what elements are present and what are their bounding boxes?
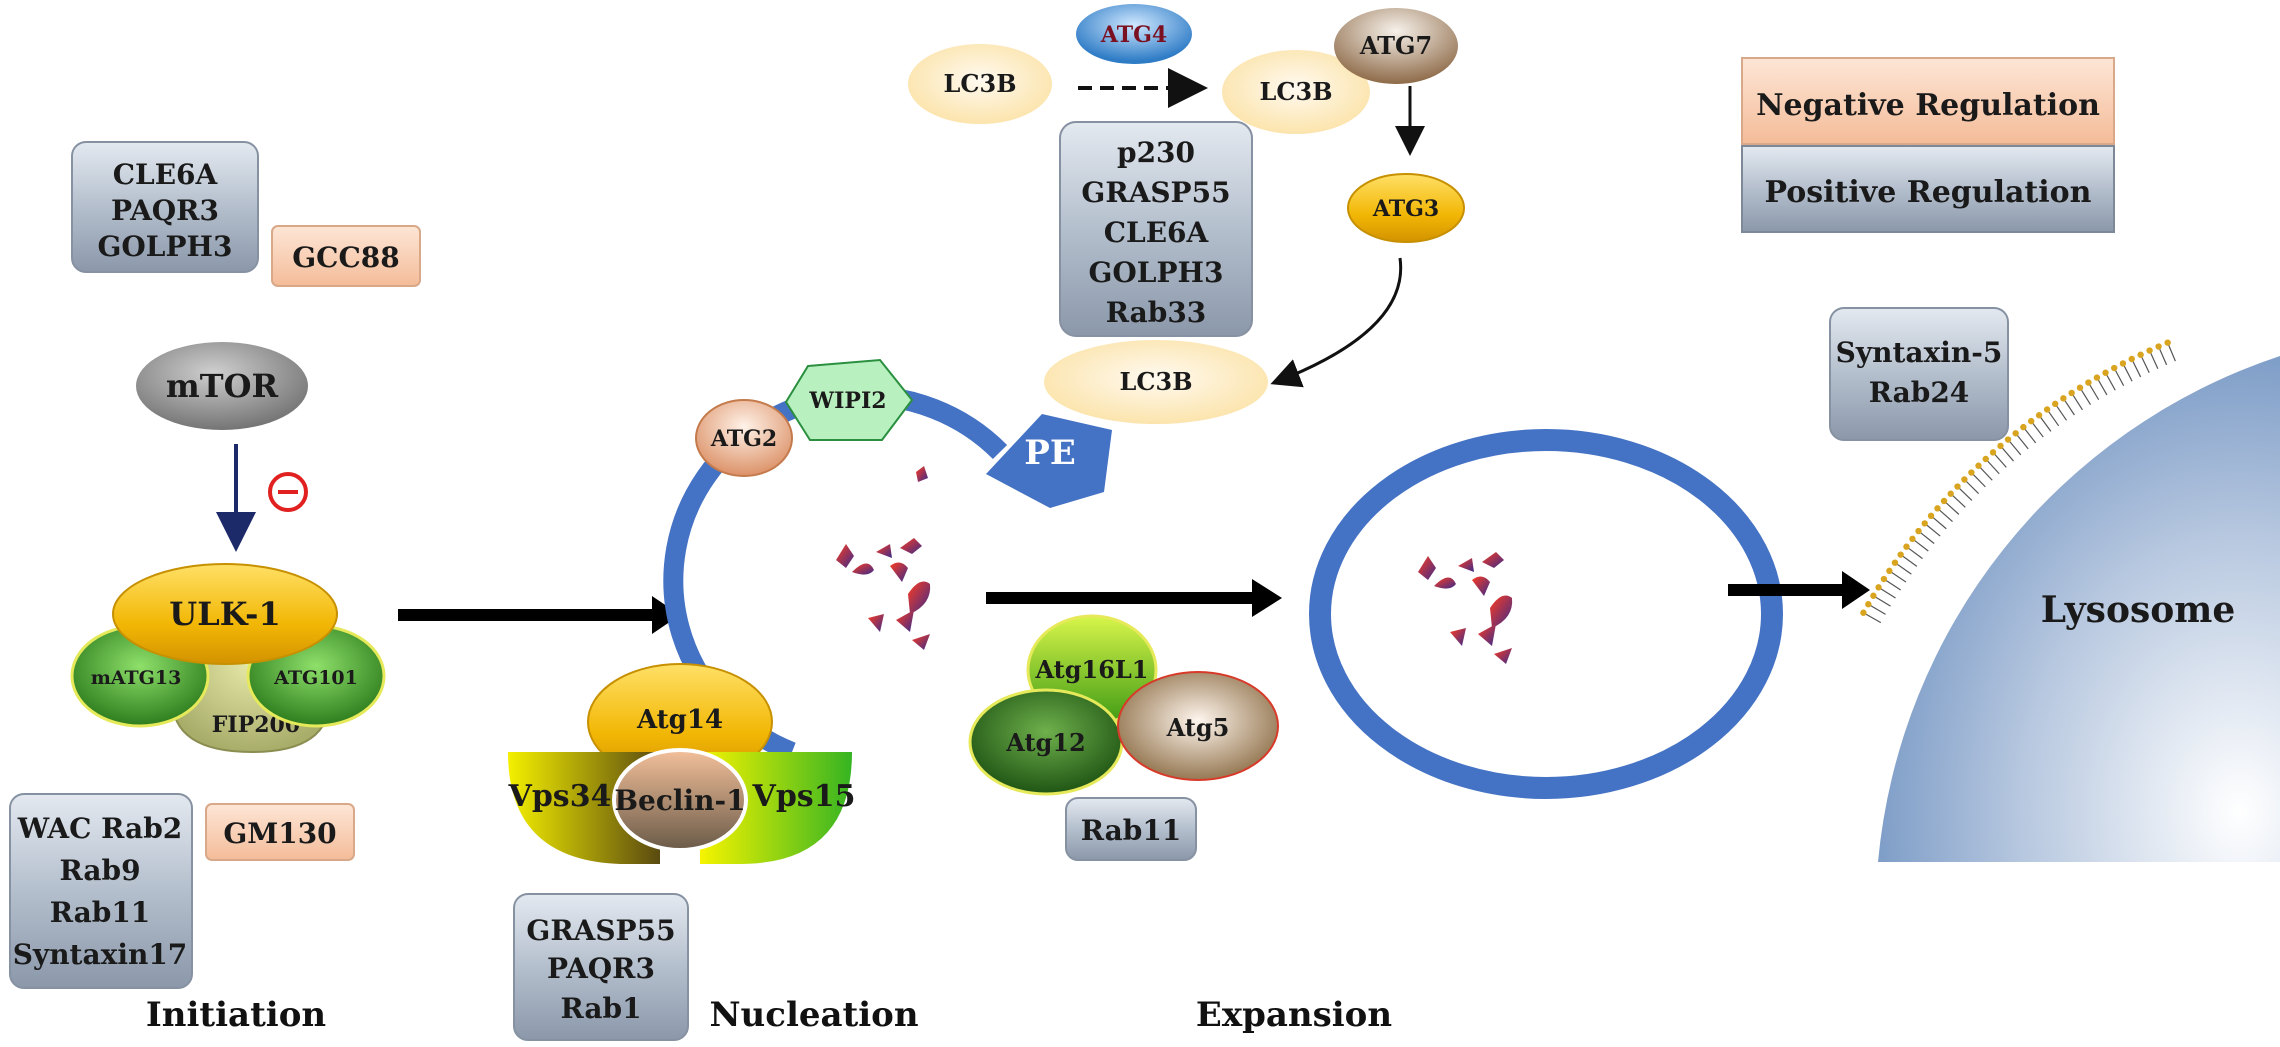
mtor-label: mTOR	[166, 367, 279, 405]
legend-negative-box	[1741, 57, 2115, 145]
legend-negative-label: Negative Regulation	[1756, 88, 2100, 123]
lc3b-mid-label: LC3B	[1260, 77, 1333, 106]
initiation-positive-box-bottom	[9, 793, 193, 989]
nucleation-stage: PE ATG2 WIPI2 Atg14 Vps34 Vps15 Beclin-1	[508, 358, 1112, 1041]
nucleation-positive-0: GRASP55	[526, 914, 675, 947]
lysosome-body	[1878, 356, 2280, 862]
cargo-fragments-1	[836, 466, 931, 650]
atg2-label: ATG2	[710, 426, 777, 452]
legend-positive-box	[1741, 145, 2115, 233]
initiation-positive-top-1: PAQR3	[111, 194, 219, 227]
pe-node	[986, 414, 1112, 508]
lc3b-mid-node	[1222, 50, 1370, 134]
vps15-label: Vps15	[752, 779, 856, 814]
pe-label: PE	[1024, 433, 1075, 473]
lc3-positive-box	[1059, 121, 1253, 337]
inhibit-icon	[268, 472, 308, 512]
initiation-negative-box-bottom	[205, 803, 355, 861]
initiation-negative-box-top	[271, 225, 421, 287]
wipi2-label: WIPI2	[808, 388, 886, 414]
atg4-label: ATG4	[1100, 22, 1167, 48]
atg7-node	[1334, 8, 1458, 84]
matg13-label: mATG13	[91, 667, 182, 689]
lysosome-stage: Syntaxin-5 Rab24 Lysosome	[1829, 307, 2280, 862]
nucleation-positive-box	[513, 893, 689, 1041]
lc3b-left-node	[908, 44, 1052, 124]
lc3-positive-0: p230	[1117, 136, 1195, 169]
ulk1-label: ULK-1	[169, 595, 280, 633]
nucleation-positive-2: Rab1	[560, 992, 641, 1025]
initiation-positive-bottom-0: WAC Rab2	[17, 812, 183, 845]
initiation-stage: CLE6A PAQR3 GOLPH3 GCC88 mTOR FIP200 mAT…	[9, 141, 421, 1035]
expansion-stage: Atg16L1 Atg12 Atg5 Rab11 Expansion	[968, 429, 1783, 1035]
stage-arrow-3	[1728, 571, 1870, 609]
vps34-label: Vps34	[508, 779, 612, 814]
cargo-fragments-2	[1418, 552, 1513, 664]
lc3-pathway: LC3B ATG4 LC3B ATG7 ATG3 LC3B p230 GRASP…	[908, 4, 1465, 424]
legend-positive-label: Positive Regulation	[1765, 175, 2092, 210]
atg4-node	[1076, 4, 1192, 64]
legend: Negative Regulation Positive Regulation	[1741, 57, 2115, 233]
atg5-label: Atg5	[1166, 713, 1230, 742]
lc3-positive-1: GRASP55	[1081, 176, 1230, 209]
lc3b-left-label: LC3B	[944, 69, 1017, 98]
autophagosome-membrane	[1309, 429, 1783, 799]
initiation-positive-box-top	[71, 141, 259, 273]
initiation-positive-bottom-1: Rab9	[59, 854, 140, 887]
lysosome-bilayer	[1860, 339, 2176, 624]
expansion-positive: Rab11	[1081, 814, 1182, 847]
atg2-node	[695, 399, 793, 477]
lysosome-label: Lysosome	[2041, 589, 2236, 631]
expansion-positive-box	[1065, 797, 1197, 861]
atg5-node	[1117, 671, 1279, 781]
stage-initiation-label: Initiation	[146, 995, 326, 1035]
atg3-node	[1347, 173, 1465, 243]
atg7-label: ATG7	[1359, 31, 1432, 60]
atg101-label: ATG101	[273, 667, 358, 689]
initiation-negative-bottom: GM130	[223, 817, 336, 850]
initiation-positive-top-0: CLE6A	[113, 158, 219, 191]
initiation-positive-top-2: GOLPH3	[98, 230, 233, 263]
lc3-positive-3: GOLPH3	[1089, 256, 1224, 289]
atg12-label: Atg12	[1005, 728, 1085, 757]
lysosome-positive-box	[1829, 307, 2009, 441]
atg16l1-label: Atg16L1	[1034, 655, 1148, 684]
wipi2-node	[784, 358, 914, 441]
ulk1-node	[112, 563, 338, 665]
atg14-label: Atg14	[636, 705, 723, 735]
nucleation-positive-1: PAQR3	[547, 952, 655, 985]
lc3b-bottom-label: LC3B	[1120, 367, 1193, 396]
beclin1-node	[612, 748, 748, 852]
initiation-positive-bottom-2: Rab11	[50, 896, 151, 929]
stage-nucleation-label: Nucleation	[709, 995, 918, 1035]
stage-arrow-2	[986, 579, 1282, 617]
beclin1-label: Beclin-1	[614, 784, 745, 817]
initiation-positive-bottom-3: Syntaxin17	[13, 938, 188, 971]
atg3-label: ATG3	[1372, 196, 1439, 222]
stage-arrow-1	[398, 596, 680, 634]
mtor-node	[136, 342, 308, 430]
lysosome-positive-0: Syntaxin-5	[1836, 336, 2003, 369]
atg3-to-lc3b-arrow	[1270, 257, 1403, 388]
lc3b-bottom-node	[1044, 340, 1268, 424]
stage-expansion-label: Expansion	[1196, 995, 1392, 1035]
lc3-positive-4: Rab33	[1106, 296, 1207, 329]
lc3-positive-2: CLE6A	[1104, 216, 1210, 249]
lysosome-positive-1: Rab24	[1869, 376, 1970, 409]
initiation-negative-top: GCC88	[292, 241, 399, 274]
